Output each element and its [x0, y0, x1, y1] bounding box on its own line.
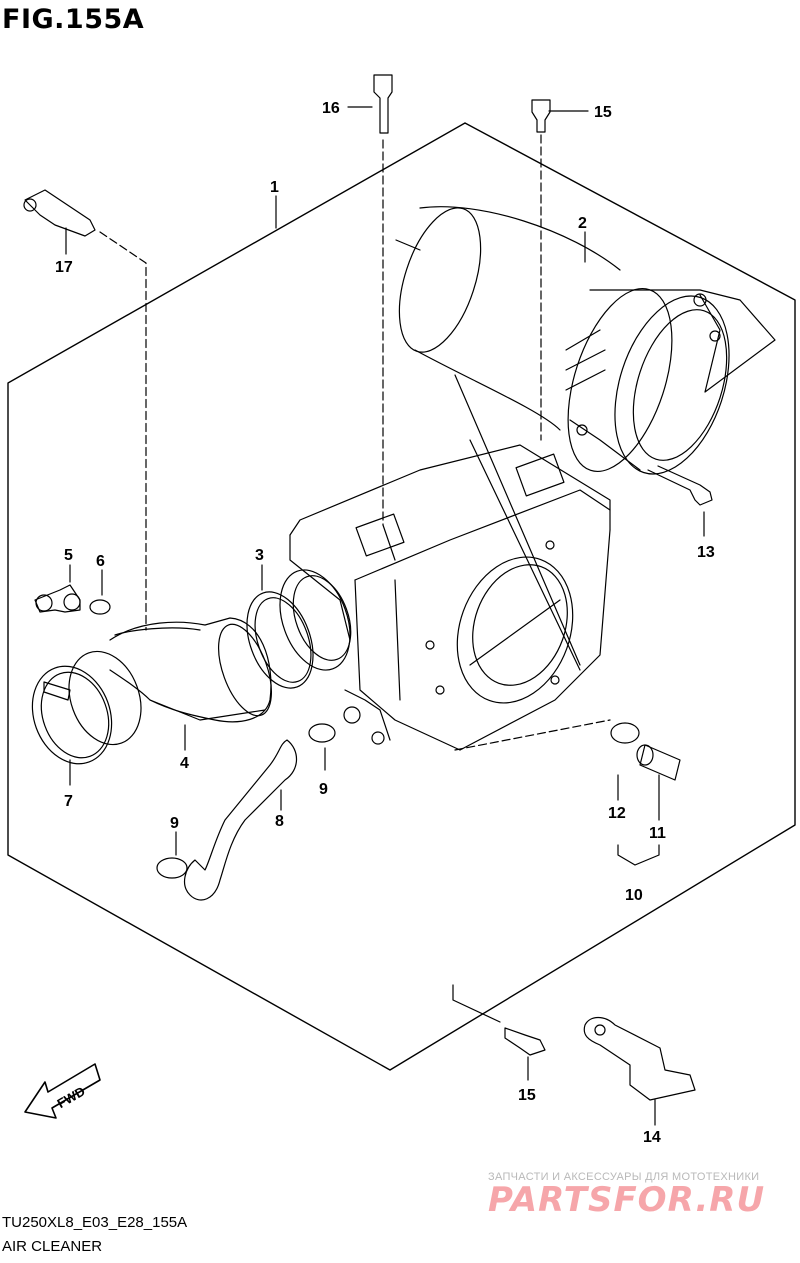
callout-11: 11 [649, 825, 666, 842]
callout-8: 8 [275, 813, 284, 830]
watermark-tagline: ЗАПЧАСТИ И АКСЕССУАРЫ ДЛЯ МОТОТЕХНИКИ [488, 1171, 760, 1183]
bolt-15-top [531, 99, 551, 133]
air-filter-element [395, 206, 776, 475]
callout-17: 17 [55, 259, 73, 276]
callout-5: 5 [64, 547, 73, 564]
callout-15-bottom: 15 [518, 1087, 536, 1104]
callout-3: 3 [255, 547, 264, 564]
bolt-15-bottom [452, 984, 546, 1081]
bracket-14 [583, 1016, 696, 1126]
gasket [246, 564, 352, 689]
callout-10: 10 [625, 887, 643, 904]
hose-clip-9a [308, 723, 336, 771]
callout-12: 12 [608, 805, 626, 822]
outlet-tube [109, 617, 272, 751]
callout-9b: 9 [170, 815, 179, 832]
callout-6: 6 [96, 553, 105, 570]
hose-clamp [31, 650, 142, 786]
callout-14: 14 [643, 1129, 661, 1146]
diagram-code: TU250XL8_E03_E28_155A [2, 1214, 188, 1231]
callout-2: 2 [578, 215, 587, 232]
callout-13: 13 [697, 544, 715, 561]
sensor-17 [23, 189, 96, 237]
callout-15-top: 15 [594, 104, 612, 121]
figure-title: FIG.155A [2, 4, 145, 35]
drain-plug-set [454, 719, 681, 866]
screw-13 [647, 465, 713, 537]
fwd-arrow-icon [24, 1063, 101, 1119]
elbow-fitting [34, 564, 81, 613]
bolt-16 [373, 74, 393, 134]
watermark-logo: PARTSFOR.RU [488, 1180, 766, 1220]
assembly-outline [7, 122, 796, 1071]
hose-clip-9b [156, 831, 188, 879]
callout-4: 4 [180, 755, 189, 772]
drain-hose [183, 739, 298, 901]
callout-7: 7 [64, 793, 73, 810]
air-cleaner-case [289, 374, 611, 751]
diagram-caption: AIR CLEANER [2, 1238, 103, 1255]
o-ring-6 [89, 569, 111, 615]
callout-9a: 9 [319, 781, 328, 798]
callout-1: 1 [270, 179, 279, 196]
callout-16: 16 [322, 100, 340, 117]
